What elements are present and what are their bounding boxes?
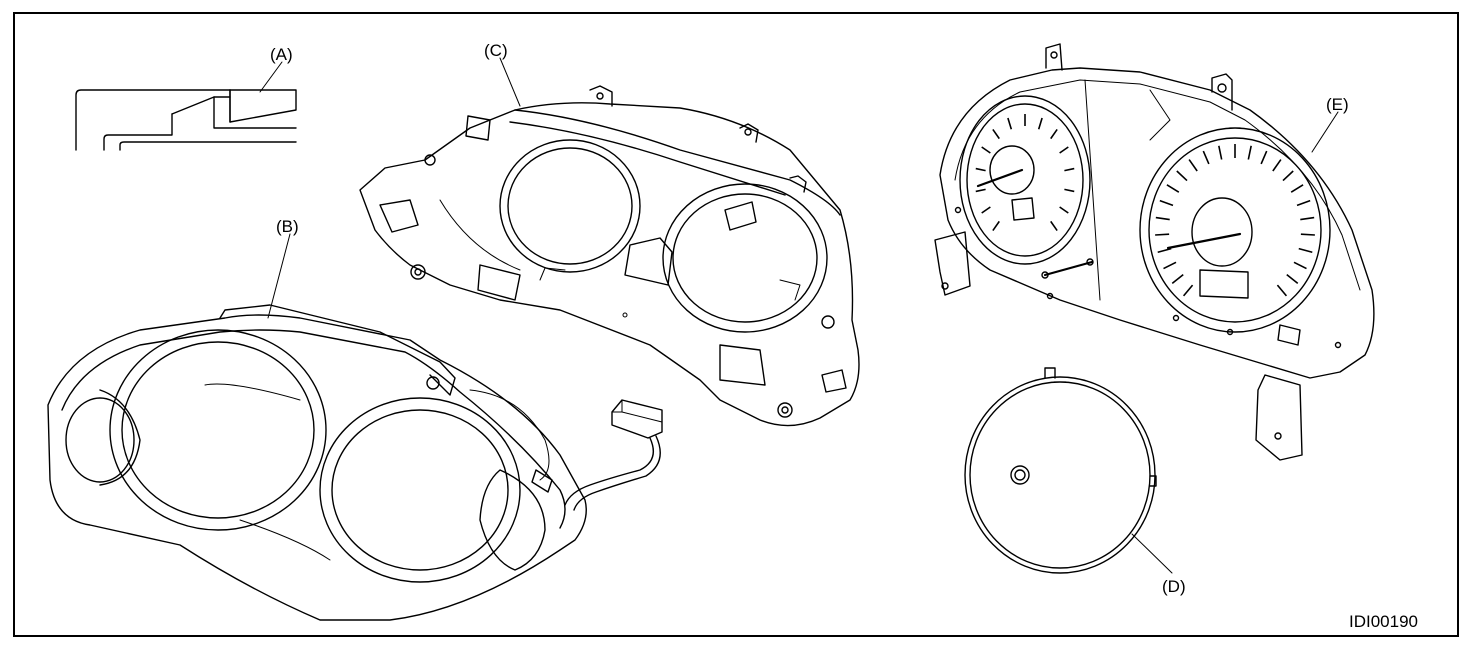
tachometer-tick	[1064, 167, 1075, 172]
part-d-dial-plate	[964, 367, 1157, 574]
speedometer-tick	[1247, 145, 1252, 160]
label-a: (A)	[270, 45, 293, 64]
tachometer-tick	[1064, 188, 1075, 193]
speedometer-tick	[1276, 284, 1288, 297]
tachometer-tick	[992, 220, 1000, 232]
speedometer-tick	[1272, 159, 1282, 172]
speedometer-tick	[1282, 170, 1294, 182]
leader-line-c	[499, 57, 521, 107]
speedometer-tick	[1296, 199, 1311, 207]
speedometer-tick	[1166, 184, 1180, 193]
speedometer-tick	[1176, 170, 1188, 182]
speedometer-tick	[1300, 216, 1315, 221]
part-e-gauge-assembly	[934, 43, 1375, 461]
diagram-frame	[13, 12, 1459, 637]
gauge-tick-marks	[975, 114, 1315, 297]
speedometer-tick	[1171, 274, 1184, 284]
leader-lines	[259, 57, 1339, 574]
tachometer-tick	[1050, 128, 1058, 140]
speedometer-tick	[1286, 274, 1299, 284]
tachometer-tick	[975, 188, 986, 193]
speedometer-tick	[1157, 247, 1172, 254]
figure-code: IDI00190	[1349, 612, 1418, 631]
speedometer-tick	[1298, 247, 1313, 254]
tachometer-tick	[981, 206, 991, 214]
speedometer-tick	[1188, 159, 1198, 172]
tachometer-tick	[1050, 220, 1058, 232]
part-c-housing	[359, 85, 860, 427]
speedometer-tick	[1159, 199, 1174, 207]
label-c: (C)	[484, 41, 508, 60]
speedometer-tick	[1293, 261, 1307, 270]
tachometer-tick	[975, 167, 986, 172]
tachometer-tick	[1037, 117, 1043, 130]
tachometer-tick	[1059, 146, 1069, 154]
leader-line-e	[1311, 111, 1339, 153]
tachometer-tick	[992, 128, 1000, 140]
speedometer-tick	[1182, 284, 1194, 297]
speedometer-tick	[1218, 145, 1223, 160]
speedometer-tick	[1290, 184, 1304, 193]
speedometer-tick	[1260, 150, 1268, 165]
label-d: (D)	[1162, 577, 1186, 596]
part-b-bezel	[47, 304, 587, 621]
leader-line-d	[1131, 533, 1173, 574]
label-b: (B)	[276, 217, 299, 236]
tachometer-tick	[981, 146, 991, 154]
leader-line-b	[267, 233, 291, 319]
label-e: (E)	[1326, 95, 1349, 114]
speedometer-tick	[1202, 150, 1210, 165]
tachometer-tick	[1007, 117, 1013, 130]
speedometer-tick	[1155, 233, 1170, 236]
speedometer-tick	[1300, 233, 1315, 236]
speedometer-tick	[1163, 261, 1177, 270]
tachometer-tick	[1059, 206, 1069, 214]
detail-a-section-view	[75, 89, 297, 151]
leader-line-a	[259, 61, 283, 93]
part-b-connector-harness	[531, 399, 663, 511]
speedometer-tick	[1155, 216, 1170, 221]
